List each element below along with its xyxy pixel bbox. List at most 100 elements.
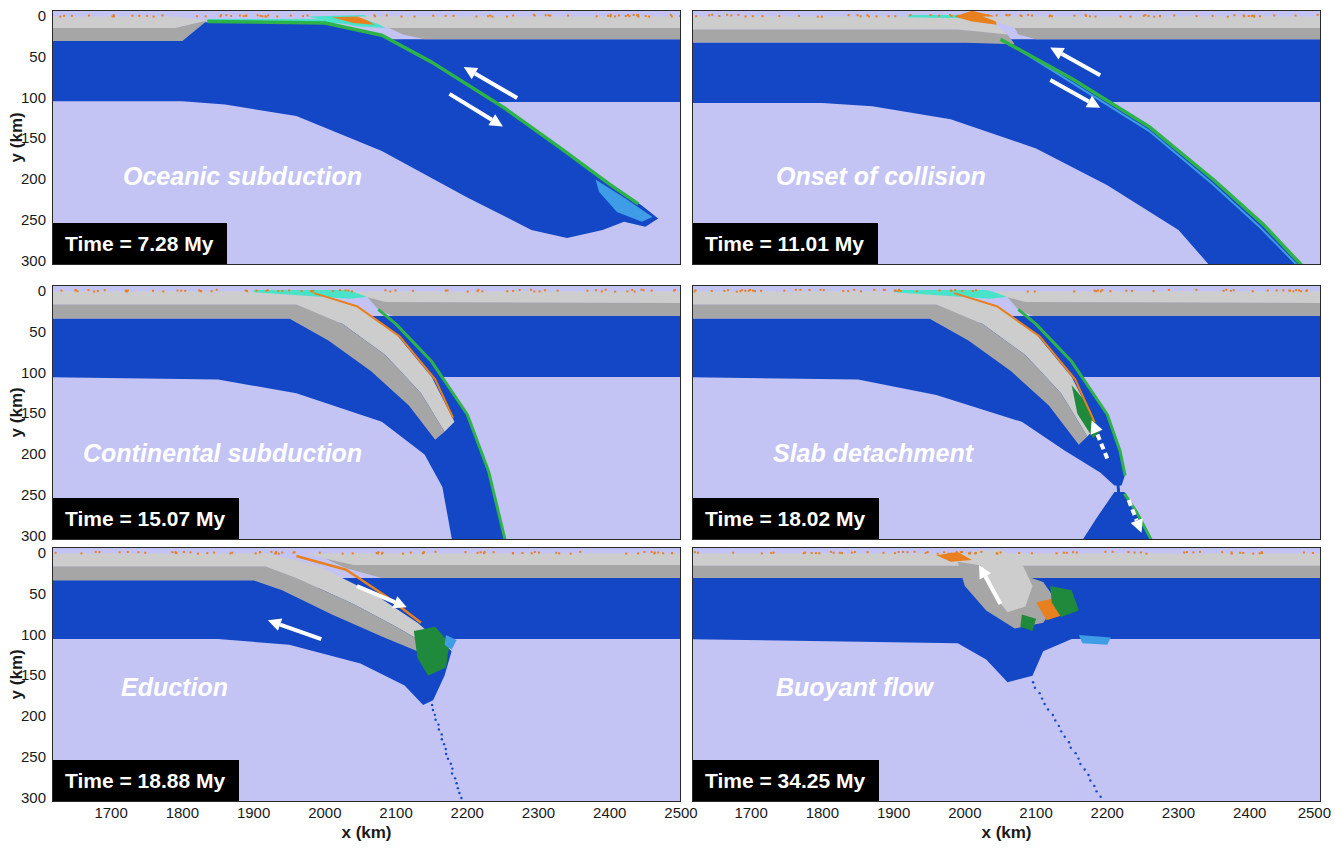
surface-speckle: [732, 552, 734, 554]
rock-layer-line: [1000, 39, 1306, 265]
surface-speckle: [119, 551, 121, 553]
surface-speckle: [854, 551, 856, 553]
slab-remnant-dot: [460, 797, 462, 799]
surface-speckle: [1159, 15, 1161, 17]
tick-label: 50: [29, 324, 46, 341]
surface-speckle: [260, 15, 262, 17]
tick-label: 2400: [1233, 805, 1266, 822]
surface-speckle: [74, 289, 76, 291]
surface-speckle: [1233, 14, 1235, 16]
surface-speckle: [1183, 552, 1185, 554]
surface-speckle: [673, 290, 675, 292]
slab-remnant-dot: [451, 767, 453, 769]
time-label: Time = 18.02 My: [693, 498, 879, 539]
surface-speckle: [969, 552, 971, 554]
rock-body: [52, 22, 658, 238]
stage-label: Continental subduction: [83, 438, 362, 468]
time-label: Time = 34.25 My: [693, 760, 879, 801]
surface-speckle: [853, 289, 855, 291]
surface-speckle: [773, 552, 775, 554]
surface-speckle: [1239, 552, 1241, 554]
rock-body: [414, 627, 450, 676]
surface-speckle: [125, 289, 127, 291]
surface-speckle: [87, 289, 89, 291]
surface-speckle: [1261, 552, 1263, 554]
slab-remnant-dot: [434, 719, 436, 721]
axis-title: x (km): [341, 824, 391, 843]
slab-remnant-dot: [1068, 741, 1070, 743]
surface-speckle: [294, 551, 296, 553]
model-panel-frame: Buoyant flowTime = 34.25 My: [692, 547, 1321, 802]
surface-speckle: [1095, 16, 1097, 18]
surface-speckle: [937, 553, 939, 555]
surface-speckle: [229, 552, 231, 554]
surface-speckle: [434, 551, 436, 553]
stage-label: Eduction: [121, 672, 228, 702]
surface-speckle: [352, 552, 354, 554]
surface-speckle: [979, 14, 981, 16]
model-panel: [692, 285, 1321, 540]
surface-speckle: [943, 551, 945, 553]
surface-speckle: [601, 290, 603, 292]
surface-speckle: [694, 551, 696, 553]
surface-speckle: [752, 15, 754, 17]
tick-label: 0: [38, 283, 46, 300]
surface-speckle: [491, 16, 493, 18]
rock-body: [445, 635, 457, 650]
rock-body: [353, 292, 681, 303]
surface-speckle: [1031, 14, 1033, 16]
tick-label: 150: [21, 667, 46, 684]
surface-speckle: [1049, 14, 1051, 16]
surface-speckle: [625, 553, 627, 555]
stage-label: Oceanic subduction: [123, 161, 362, 191]
tick-label: 1800: [806, 805, 839, 822]
surface-speckle: [744, 15, 746, 17]
tick-label: 0: [38, 545, 46, 562]
surface-speckle: [883, 289, 885, 291]
surface-speckle: [851, 552, 853, 554]
surface-speckle: [487, 15, 489, 17]
rock-layer-line: [1124, 494, 1154, 540]
tick-label: 200: [21, 446, 46, 463]
rock-layer-line: [1008, 43, 1303, 265]
surface-speckle: [927, 551, 929, 553]
rock-body: [52, 305, 445, 440]
tick-label: 150: [21, 405, 46, 422]
surface-speckle: [938, 15, 940, 17]
model-panel-frame: Oceanic subductionTime = 7.28 My: [52, 10, 681, 265]
surface-speckle: [894, 290, 896, 292]
surface-speckle: [477, 552, 479, 554]
surface-speckle: [1253, 15, 1255, 17]
surface-speckle: [823, 289, 825, 291]
surface-speckle: [453, 15, 455, 17]
surface-speckle: [726, 14, 728, 16]
surface-speckle: [1148, 15, 1150, 17]
surface-speckle: [1051, 15, 1053, 17]
surface-speckle: [1243, 14, 1245, 16]
surface-speckle: [949, 14, 951, 16]
surface-speckle: [727, 289, 729, 291]
surface-speckle: [1089, 15, 1091, 17]
surface-speckle: [125, 290, 127, 292]
surface-speckle: [1199, 551, 1201, 553]
surface-speckle: [1055, 552, 1057, 554]
slab-remnant-dot: [447, 758, 449, 760]
surface-speckle: [1252, 290, 1254, 292]
surface-speckle: [803, 552, 805, 554]
surface-speckle: [947, 553, 949, 555]
motion-arrow-head: [464, 67, 479, 79]
motion-arrow-shaft: [1062, 54, 1101, 75]
surface-speckle: [1131, 290, 1133, 292]
rock-body: [972, 549, 1033, 612]
surface-speckle: [1109, 290, 1111, 292]
surface-speckle: [213, 552, 215, 554]
rock-body: [307, 554, 681, 565]
surface-speckle: [1223, 290, 1225, 292]
surface-speckle: [605, 289, 607, 291]
surface-speckle: [651, 551, 653, 553]
rock-body: [692, 30, 1015, 45]
surface-speckle: [633, 14, 635, 16]
surface-speckle: [748, 290, 750, 292]
slab-remnant-dot: [1070, 746, 1072, 748]
surface-speckle: [596, 15, 598, 17]
